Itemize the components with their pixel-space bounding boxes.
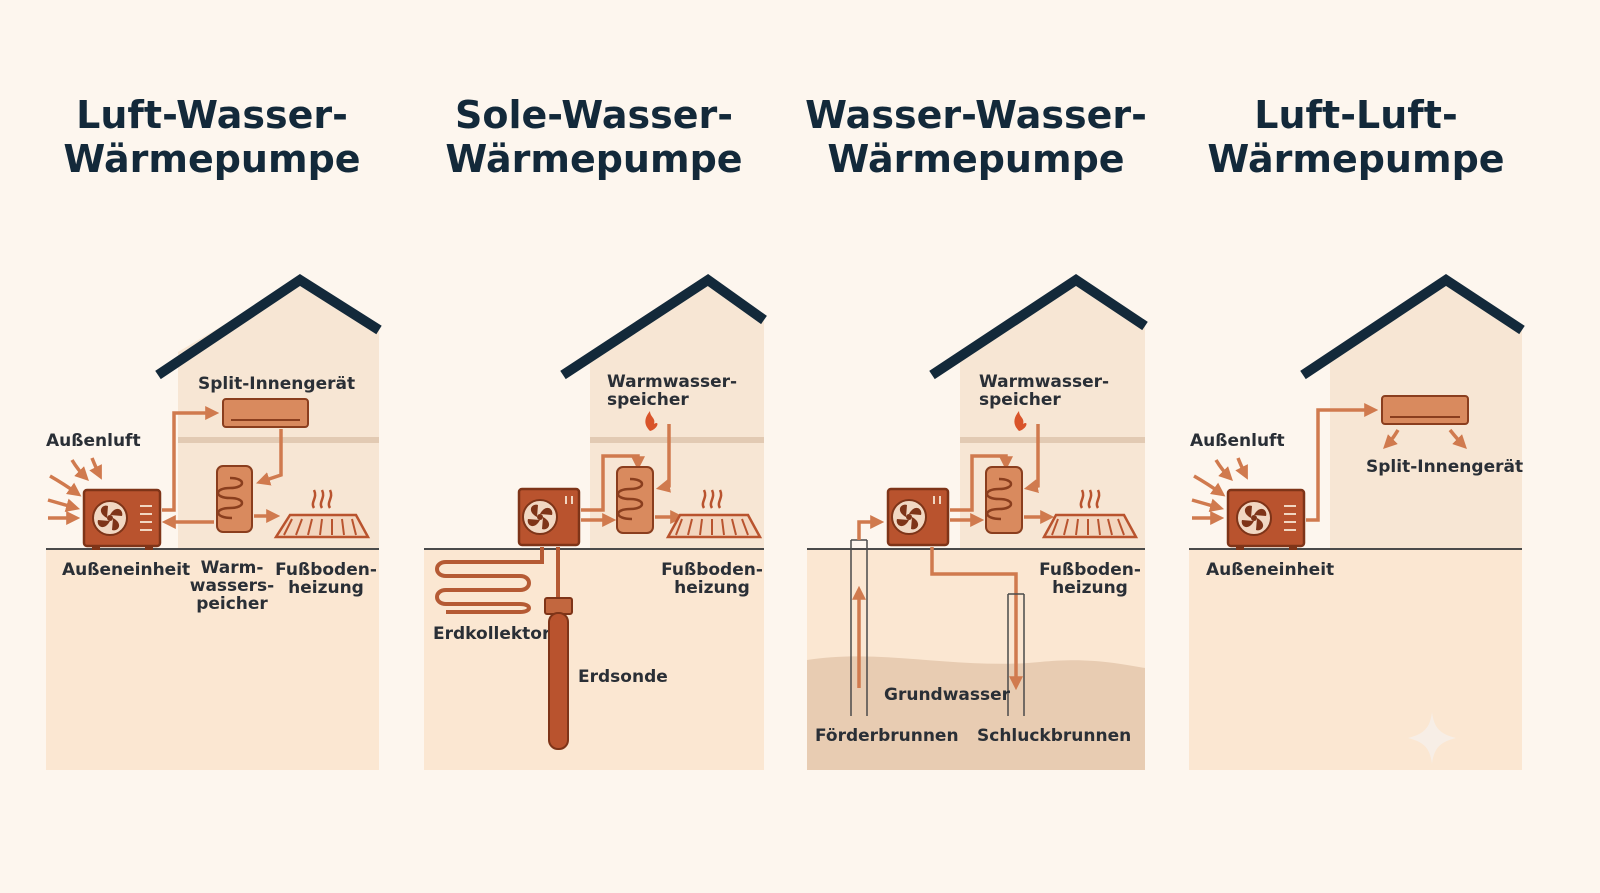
flow-to-indoor-unit xyxy=(162,406,220,512)
outside-air-arrows xyxy=(47,457,102,525)
floor-heating-icon xyxy=(273,489,371,539)
outside-air-arrows xyxy=(1191,457,1248,525)
return-well xyxy=(1007,593,1025,716)
ground xyxy=(424,549,764,770)
tank-label-2: speicher xyxy=(607,390,689,410)
flow-from-upper-floor xyxy=(1023,424,1040,493)
hot-water-tank xyxy=(616,466,654,534)
air-out-arrow-right xyxy=(1448,428,1467,449)
groundwater-label: Grundwasser xyxy=(884,685,1011,705)
house-roof xyxy=(155,274,382,380)
panel-title-line1: Sole-Wasser- xyxy=(455,93,733,137)
indoor-unit-label: Split-Innengerät xyxy=(198,374,355,394)
ground xyxy=(46,549,379,770)
floor-heating-label-1: Fußboden- xyxy=(661,560,763,580)
floor-heating-label-2: heizung xyxy=(288,578,364,598)
tank-label-2: speicher xyxy=(979,390,1061,410)
air-out-arrow-left xyxy=(1383,429,1400,449)
return-well-label: Schluckbrunnen xyxy=(977,726,1131,746)
flow-to-tank xyxy=(256,429,283,486)
floor-heating-label-1: Fußboden- xyxy=(275,560,377,580)
ground-probe xyxy=(544,597,573,750)
house-roof xyxy=(929,274,1148,380)
tank-label-1: Warm- xyxy=(201,558,264,578)
house-roof xyxy=(1300,274,1525,380)
groundwater-layer xyxy=(807,656,1145,770)
panel-title-line1: Luft-Luft- xyxy=(1254,93,1457,137)
panel-water-water: Wasser-Wasser- Wärmepumpe Warmwasser- sp… xyxy=(805,93,1148,770)
floor-heating-icon xyxy=(665,489,763,539)
hot-water-tank xyxy=(985,466,1023,534)
ground-collector-pipe xyxy=(435,547,544,614)
flow-to-indoor-unit xyxy=(1306,403,1379,522)
fan-icon xyxy=(522,499,558,535)
floor-heating-label-2: heizung xyxy=(674,578,750,598)
panel-title-line1: Luft-Wasser- xyxy=(76,93,348,137)
flame-icon xyxy=(1014,411,1027,431)
outdoor-unit xyxy=(1226,488,1306,550)
collector-label: Erdkollektor xyxy=(433,624,551,644)
tank-label-3: peicher xyxy=(196,594,268,614)
probe-label: Erdsonde xyxy=(578,667,668,687)
supply-well-label: Förderbrunnen xyxy=(815,726,959,746)
floor-heating-icon xyxy=(1041,489,1139,539)
fan-icon xyxy=(891,499,927,535)
sparkle-watermark-icon xyxy=(1408,712,1456,764)
flame-icon xyxy=(645,411,658,431)
indoor-unit-label: Split-Innengerät xyxy=(1366,457,1523,477)
panel-title-line1: Wasser-Wasser- xyxy=(805,93,1147,137)
split-indoor-unit xyxy=(1381,395,1469,425)
floor-heating-label-2: heizung xyxy=(1052,578,1128,598)
panel-title-line2: Wärmepumpe xyxy=(445,137,742,181)
split-indoor-unit xyxy=(222,398,309,428)
panel-title-line2: Wärmepumpe xyxy=(1207,137,1504,181)
ground xyxy=(1189,549,1522,770)
outdoor-unit xyxy=(82,488,162,550)
heat-pump-unit xyxy=(517,487,581,547)
panel-title-line2: Wärmepumpe xyxy=(827,137,1124,181)
floor-heating-label-1: Fußboden- xyxy=(1039,560,1141,580)
outdoor-unit-label: Außeneinheit xyxy=(1206,560,1334,580)
tank-label-2: wassers- xyxy=(190,576,275,596)
panel-brine-water: Sole-Wasser- Wärmepumpe Warmwasser- spei… xyxy=(424,93,767,770)
fan-icon xyxy=(1236,500,1272,536)
outdoor-unit-label: Außeneinheit xyxy=(62,560,190,580)
outside-air-label: Außenluft xyxy=(1190,431,1285,451)
flow-from-upper-floor xyxy=(655,424,672,493)
flow-to-return-well xyxy=(930,547,1023,691)
house-roof xyxy=(560,273,767,380)
tank-label-1: Warmwasser- xyxy=(607,372,737,392)
hot-water-tank xyxy=(216,465,253,533)
heat-pump-unit xyxy=(886,487,950,547)
panel-air-air: Luft-Luft- Wärmepumpe Außenluft Außenein… xyxy=(1189,93,1525,770)
panel-air-water: Luft-Wasser- Wärmepumpe Außenluft Außene… xyxy=(46,93,382,770)
flow-to-heat-pump xyxy=(857,515,885,540)
flow-to-tank xyxy=(950,454,1013,512)
outside-air-label: Außenluft xyxy=(46,431,141,451)
fan-icon xyxy=(92,500,128,536)
panel-title-line2: Wärmepumpe xyxy=(63,137,360,181)
flow-to-tank xyxy=(581,454,645,512)
tank-label-1: Warmwasser- xyxy=(979,372,1109,392)
